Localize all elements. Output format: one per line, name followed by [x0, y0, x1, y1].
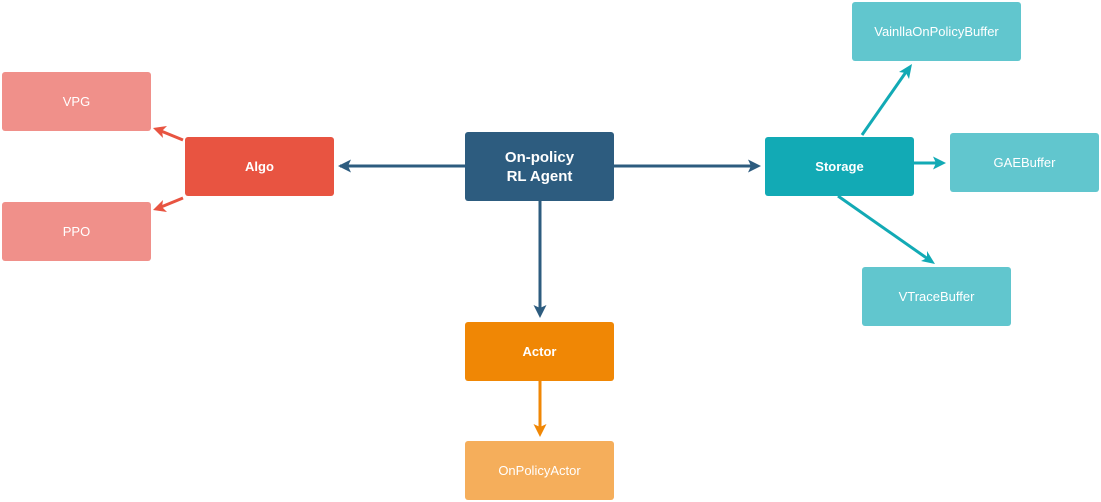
- node-vpg: VPG: [2, 72, 151, 131]
- node-ppo: PPO: [2, 202, 151, 261]
- edge-storage-vtrace: [837, 194, 935, 264]
- edge-storage-vanilla: [860, 64, 912, 136]
- node-vainlla-onpolicy-buffer: VainllaOnPolicyBuffer: [852, 2, 1021, 61]
- node-onpolicy-actor: OnPolicyActor: [465, 441, 614, 500]
- node-gae-buffer: GAEBuffer: [950, 133, 1099, 192]
- node-algo: Algo: [185, 137, 334, 196]
- edge-agent-storage: [614, 159, 761, 173]
- node-storage: Storage: [765, 137, 914, 196]
- node-vtrace-buffer: VTraceBuffer: [862, 267, 1011, 326]
- edge-agent-actor: [533, 201, 547, 318]
- edge-algo-ppo: [153, 196, 184, 212]
- node-actor: Actor: [465, 322, 614, 381]
- edge-actor-onpolicyactor: [533, 381, 547, 437]
- edge-algo-vpg: [153, 126, 184, 142]
- node-on-policy-rl-agent: On-policy RL Agent: [465, 132, 614, 201]
- edge-agent-algo: [338, 159, 465, 173]
- edge-storage-gae: [914, 156, 946, 170]
